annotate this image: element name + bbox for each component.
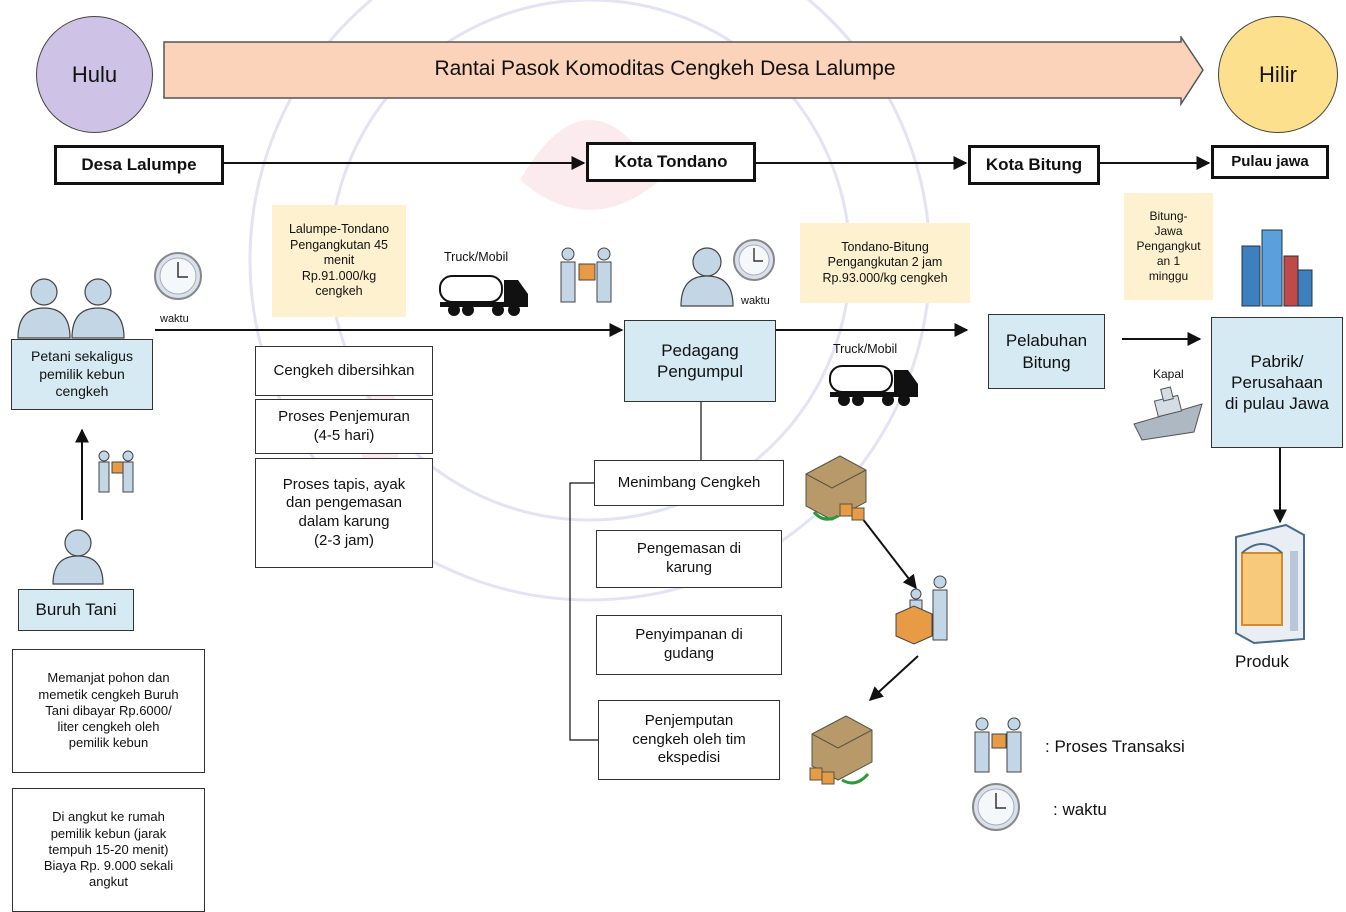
transport-bitung-jawa: Bitung- Jawa Pengangkut an 1 minggu [1124,193,1213,300]
person-icon [17,278,125,339]
waktu-label: waktu [741,295,770,307]
produk-label: Produk [1235,652,1289,671]
kapal-label: Kapal [1153,367,1184,381]
person-icon [680,247,734,307]
process-dibersihkan: Cengkeh dibersihkan [255,346,433,396]
banner-arrow [163,36,1204,106]
angkut-note: Di angkut ke rumah pemilik kebun (jarak … [12,788,205,912]
transaction-icon [98,450,134,493]
truck-icon [829,365,918,406]
hilir-circle: Hilir [1218,16,1338,133]
hulu-circle: Hulu [36,16,153,133]
hilir-label: Hilir [1259,61,1297,87]
transaction-icon [560,247,612,303]
buruh-note: Memanjat pohon dan memetik cengkeh Buruh… [12,649,205,773]
delivery-truck-icon [805,455,867,521]
location-kota-tondano: Kota Tondano [586,142,756,182]
pedagang-box: Pedagang Pengumpul [624,320,776,402]
process-tapis: Proses tapis, ayak dan pengemasan dalam … [255,458,433,568]
transaction-icon [974,717,1022,773]
step-penjemputan: Penjemputan cengkeh oleh tim ekspedisi [598,700,780,780]
waktu-label: waktu [160,313,189,325]
legend-transaksi: : Proses Transaksi [1045,737,1185,756]
hulu-label: Hulu [71,61,118,87]
step-pengemasan: Pengemasan di karung [596,530,782,588]
legend-waktu: : waktu [1053,800,1107,819]
clock-icon [154,252,202,300]
product-icon [1235,523,1305,645]
city-icon [1241,229,1313,307]
banner-title: Rantai Pasok Komoditas Cengkeh Desa Lalu… [434,57,896,80]
petani-box: Petani sekaligus pemilik kebun cengkeh [11,339,153,410]
delivery-truck-icon [809,715,873,785]
step-penyimpanan: Penyimpanan di gudang [596,615,782,675]
process-penjemuran: Proses Penjemuran (4-5 hari) [255,399,433,454]
clock-icon [733,239,775,281]
pelabuhan-box: Pelabuhan Bitung [988,314,1105,389]
buruh-box: Buruh Tani [18,589,134,631]
transport-lalumpe-tondano: Lalumpe-Tondano Pengangkutan 45 menit Rp… [272,205,406,317]
person-icon [52,529,104,585]
truck-label: Truck/Mobil [833,342,898,356]
transport-tondano-bitung: Tondano-Bitung Pengangkutan 2 jam Rp.93.… [800,223,970,303]
transaction-icon [895,575,948,645]
location-kota-bitung: Kota Bitung [968,145,1100,185]
truck-icon [439,275,528,316]
location-pulau-jawa: Pulau jawa [1211,145,1329,179]
clock-icon [972,783,1020,831]
truck-label: Truck/Mobil [444,250,509,264]
location-desa-lalumpe: Desa Lalumpe [54,145,224,185]
pabrik-box: Pabrik/ Perusahaan di pulau Jawa [1211,317,1343,448]
step-menimbang: Menimbang Cengkeh [594,460,784,506]
ship-icon [1133,386,1203,441]
